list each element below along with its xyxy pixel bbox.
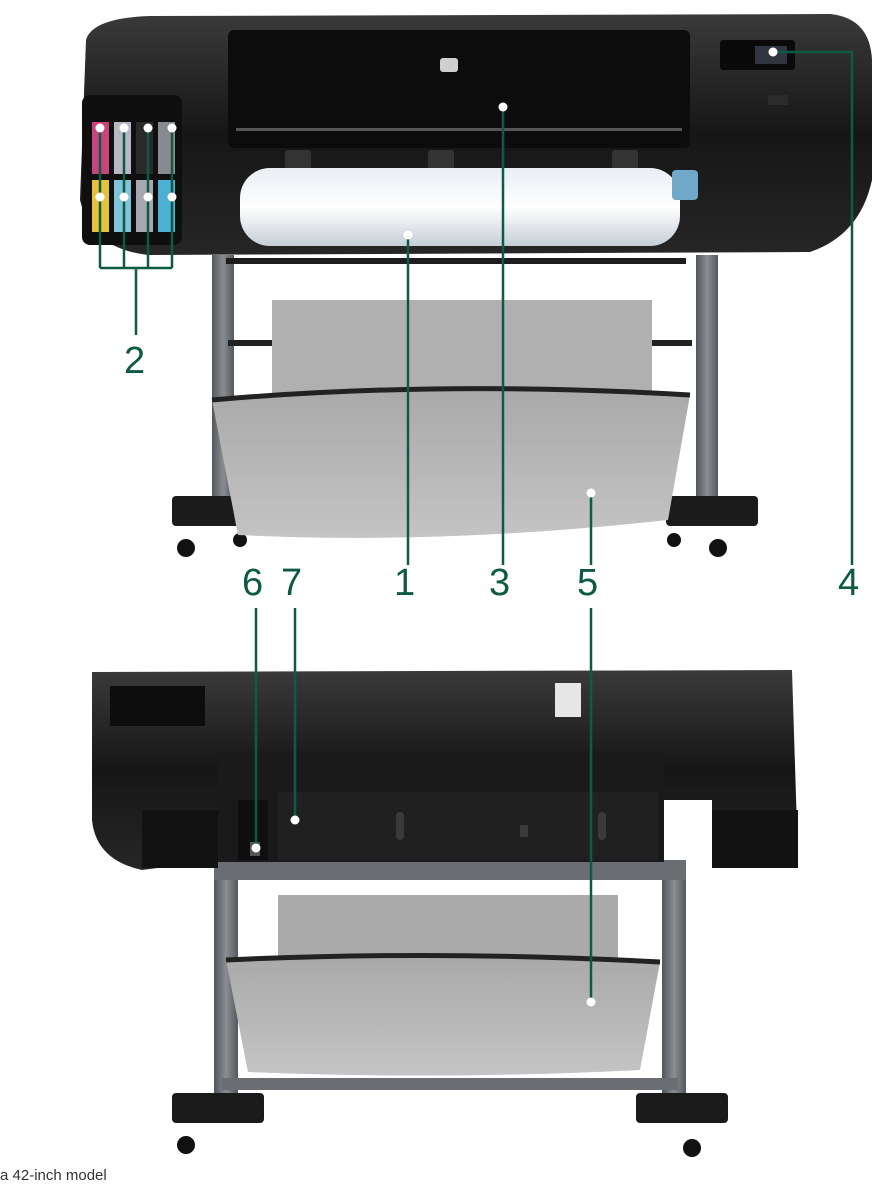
callout-number-1: 1 [394, 562, 416, 604]
rear-right-foot [636, 1093, 728, 1123]
ink-cartridge [114, 122, 131, 174]
dot-2 [95, 192, 105, 202]
rear-left-foot [172, 1093, 264, 1123]
rear-basket-rod [225, 952, 661, 965]
front-window [228, 30, 690, 148]
callout-number-4: 4 [838, 562, 860, 604]
dot-2 [119, 123, 129, 133]
rear-flap [110, 686, 205, 726]
hp-logo [440, 58, 458, 72]
dot-5 [586, 488, 596, 498]
dot-5 [586, 997, 596, 1007]
rear-slot [396, 812, 404, 840]
rear-right-leg [662, 860, 686, 1100]
callout-number-5: 5 [577, 562, 599, 604]
window-edge [236, 128, 682, 131]
dot-7 [290, 815, 300, 825]
leader-4 [773, 50, 854, 565]
dot-2 [119, 192, 129, 202]
dot-4 [768, 47, 778, 57]
rear-caster [683, 1139, 701, 1157]
rear-top-bar [214, 860, 686, 880]
front-basket-rod [211, 386, 691, 403]
front-caster [177, 539, 195, 557]
dot-2 [95, 123, 105, 133]
rear-left-side [142, 810, 218, 868]
dot-2 [167, 123, 177, 133]
callout-leaders [98, 50, 854, 1002]
rear-label [555, 683, 581, 717]
dot-2 [143, 123, 153, 133]
front-caster [709, 539, 727, 557]
callout-number-2: 2 [124, 340, 146, 382]
dot-6 [251, 843, 261, 853]
rear-slot [598, 812, 606, 840]
dot-2 [167, 192, 177, 202]
dot-3 [498, 102, 508, 112]
callout-number-7: 7 [281, 562, 303, 604]
rear-view [92, 670, 798, 1157]
callout-dots [95, 47, 778, 1007]
ink-cartridge [114, 180, 131, 232]
rear-access-cover [278, 792, 658, 860]
front-view [80, 14, 872, 557]
front-caster [667, 533, 681, 547]
rear-caster [177, 1136, 195, 1154]
roll-handle [672, 170, 698, 200]
ink-cartridge [136, 180, 153, 232]
rear-slot [520, 825, 528, 837]
front-right-foot [666, 496, 758, 526]
figure-caption: a 42-inch model [0, 1167, 107, 1184]
roll-base [226, 258, 686, 264]
rear-basket [226, 955, 660, 1076]
front-paper-back [272, 300, 652, 395]
front-caster [233, 533, 247, 547]
dot-1 [403, 230, 413, 240]
rear-right-side [712, 810, 798, 868]
callout-number-3: 3 [489, 562, 511, 604]
front-basket [212, 388, 690, 538]
front-badge [768, 95, 788, 105]
front-right-leg [696, 255, 718, 505]
dot-2 [143, 192, 153, 202]
paper-roll [240, 168, 680, 246]
rear-bottom-bar [222, 1078, 678, 1090]
callout-number-6: 6 [242, 562, 264, 604]
